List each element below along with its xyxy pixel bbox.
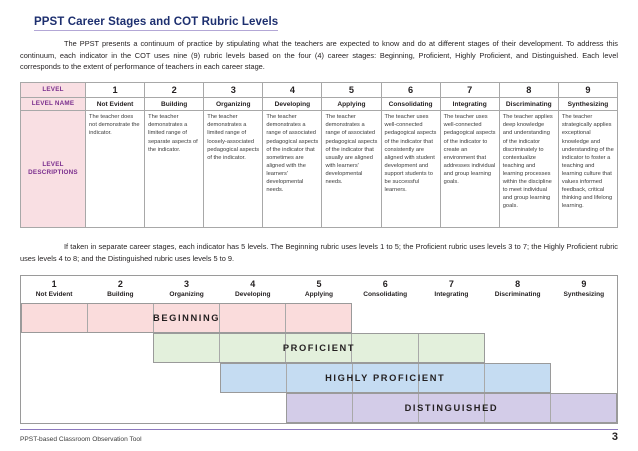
bar-cell-dividers [154,334,483,363]
level-name-cell: Consolidating [380,97,441,112]
continuum-header-row: 1 Not Evident 2 Building 3 Organizing 4 … [21,276,617,304]
level-description-cell: The teacher applies deep knowledge and u… [498,110,559,229]
continuum-level-number: 4 [250,278,256,289]
career-stage-bar-label: PROFICIENT [282,343,356,354]
table-row-level-descriptions: LEVEL DESCRIPTIONS The teacher does not … [20,110,619,229]
footer-text: PPST-based Classroom Observation Tool [20,436,142,443]
continuum-header-cell: 4 Developing [220,276,286,304]
level-name-cell: Developing [262,97,323,112]
continuum-level-name: Developing [234,291,271,299]
level-description-cell: The teacher does not demonstrate the ind… [84,110,146,229]
table-row-level-name: LEVEL NAME Not Evident Building Organizi… [20,97,619,112]
row-header-level-name: LEVEL NAME [20,97,86,112]
career-stage-bar-label: HIGHLY PROFICIENT [325,373,446,384]
level-description-cell: The teacher demonstrates a limited range… [203,110,264,229]
continuum-header-cell: 1 Not Evident [21,276,87,304]
level-name-cell: Applying [321,97,382,112]
level-description-cell: The teacher strategically applies except… [557,110,619,229]
continuum-level-name: Discriminating [494,291,541,299]
level-number-cell: 3 [203,82,264,99]
continuum-header-cell: 3 Organizing [153,276,219,304]
continuum-level-number: 8 [515,278,521,289]
level-number-cell: 2 [144,82,205,99]
career-stage-continuum-chart: 1 Not Evident 2 Building 3 Organizing 4 … [20,274,618,425]
career-stage-bar-label: BEGINNING [153,313,221,324]
footer-row: PPST-based Classroom Observation Tool 3 [20,430,618,444]
intro-paragraph-2: If taken in separate career stages, each… [20,242,618,263]
level-number-cell: 9 [557,82,619,99]
continuum-header-cell: 5 Applying [286,276,352,304]
bar-cell-dividers [221,364,550,393]
level-name-cell: Building [144,97,205,112]
continuum-level-name: Integrating [434,291,469,299]
level-number-cell: 4 [262,82,323,99]
continuum-level-name: Building [107,291,134,299]
continuum-level-name: Consolidating [363,291,408,299]
continuum-bars-area: BEGINNING PROFICIENT HIGHLY PROFICIENT D… [21,303,617,424]
continuum-header-cell: 7 Integrating [418,276,484,304]
level-description-cell: The teacher uses well-connected pedagogi… [380,110,441,229]
page-number: 3 [611,431,618,443]
level-description-cell: The teacher uses well-connected pedagogi… [439,110,500,229]
level-number-cell: 6 [380,82,441,99]
continuum-level-name: Organizing [169,291,204,299]
continuum-level-name: Not Evident [35,291,73,299]
level-name-cell: Discriminating [498,97,559,112]
rubric-levels-table: LEVEL 1 2 3 4 5 6 7 8 9 LEVEL NAME Not E… [20,82,619,229]
continuum-level-number: 2 [117,278,123,289]
page-footer: PPST-based Classroom Observation Tool 3 [20,429,618,443]
continuum-level-number: 1 [51,278,57,289]
continuum-level-name: Applying [304,291,334,299]
level-description-cell: The teacher demonstrates a limited range… [144,110,205,229]
level-number-cell: 1 [84,82,146,99]
page-title-wrap: PPST Career Stages and COT Rubric Levels [20,0,618,31]
row-header-level-descriptions: LEVEL DESCRIPTIONS [20,110,86,229]
page-title: PPST Career Stages and COT Rubric Levels [34,16,279,31]
career-stage-bar-beginning: BEGINNING [21,303,353,334]
row-header-level: LEVEL [20,82,86,99]
continuum-header-cell: 6 Consolidating [352,276,418,304]
intro-paragraph-1: The PPST presents a continuum of practic… [20,39,618,72]
table-row-level: LEVEL 1 2 3 4 5 6 7 8 9 [20,82,619,99]
bar-cell-dividers [22,304,351,333]
footer-divider [20,429,618,430]
rubric-table-body: LEVEL 1 2 3 4 5 6 7 8 9 LEVEL NAME Not E… [20,82,619,229]
continuum-level-number: 3 [184,278,190,289]
continuum-header-cell: 2 Building [87,276,153,304]
level-name-cell: Not Evident [84,97,146,112]
career-stage-bar-highly-proficient: HIGHLY PROFICIENT [219,363,551,394]
continuum-level-number: 9 [581,278,587,289]
career-stage-bar-distinguished: DISTINGUISHED [285,393,617,424]
continuum-level-number: 7 [448,278,454,289]
continuum-header-cell: 8 Discriminating [485,276,551,304]
level-number-cell: 5 [321,82,382,99]
level-name-cell: Synthesizing [557,97,619,112]
level-number-cell: 8 [498,82,559,99]
level-name-cell: Integrating [439,97,500,112]
career-stage-bar-label: DISTINGUISHED [404,403,499,414]
continuum-level-name: Synthesizing [563,291,605,299]
continuum-header-cell: 9 Synthesizing [551,276,617,304]
continuum-level-number: 5 [316,278,322,289]
level-description-cell: The teacher demonstrates a range of asso… [262,110,323,229]
level-name-cell: Organizing [203,97,264,112]
continuum-level-number: 6 [382,278,388,289]
level-description-cell: The teacher demonstrates a range of asso… [321,110,382,229]
career-stage-bar-proficient: PROFICIENT [153,333,485,364]
level-number-cell: 7 [439,82,500,99]
bar-cell-dividers [287,394,616,423]
